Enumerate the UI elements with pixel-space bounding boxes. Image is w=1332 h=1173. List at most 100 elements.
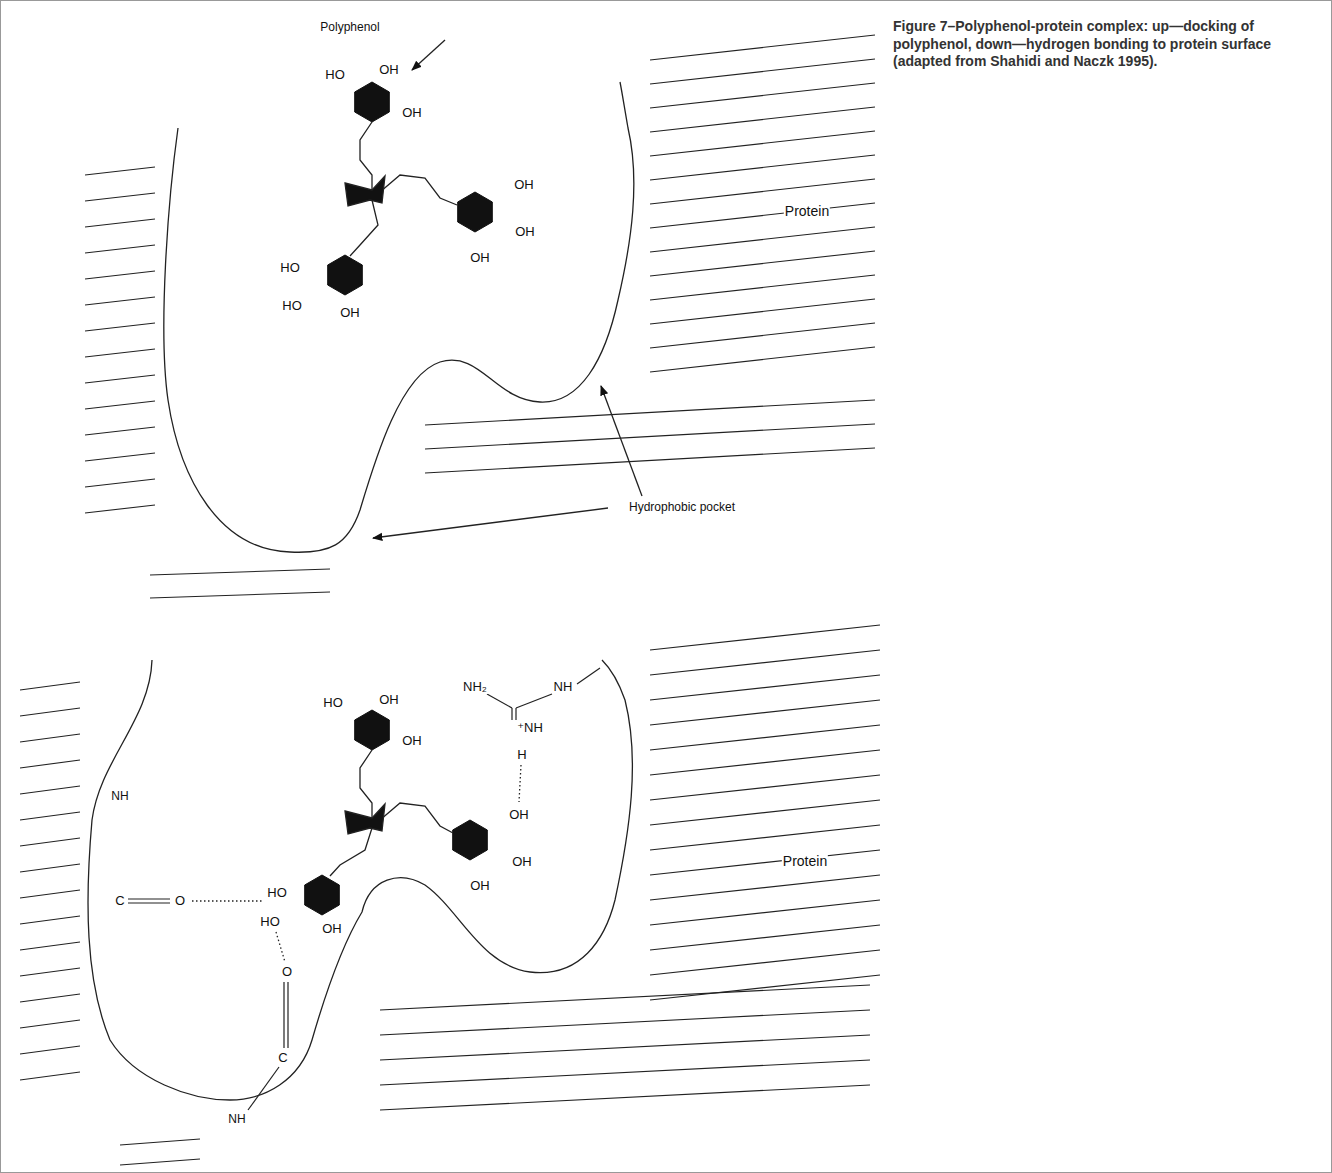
chem-label: OH: [508, 808, 530, 822]
chem-label: O: [174, 894, 186, 908]
hatch-stroke: [20, 708, 80, 716]
chem-label: NH: [553, 680, 574, 694]
hatch-stroke: [380, 1035, 870, 1060]
hatch-stroke: [650, 227, 875, 252]
hatch-stroke: [20, 1020, 80, 1028]
chem-label: H: [516, 748, 527, 762]
hatch-stroke: [650, 203, 875, 228]
hatch-stroke: [20, 916, 80, 924]
chem-label: OH: [469, 251, 491, 265]
chem-label: OH: [513, 178, 535, 192]
chem-label: HO: [324, 68, 346, 82]
chem-label: C: [114, 894, 125, 908]
hatch-stroke: [650, 155, 875, 180]
hatch-stroke: [20, 890, 80, 898]
hatch-stroke: [650, 725, 880, 750]
region-label: Protein: [784, 204, 830, 219]
hatch-stroke: [650, 875, 880, 900]
hatch-stroke: [650, 700, 880, 725]
hatch-stroke: [20, 838, 80, 846]
hatch-stroke: [650, 975, 880, 1000]
hatch-stroke: [425, 424, 875, 449]
chem-label: OH: [514, 225, 536, 239]
hatch-stroke: [425, 400, 875, 425]
hatch-stroke: [20, 786, 80, 794]
hatch-stroke: [85, 297, 155, 305]
hatch-stroke: [650, 675, 880, 700]
hatch-stroke: [650, 347, 875, 372]
chem-label: HO: [259, 915, 281, 929]
chem-label: NH: [227, 1113, 246, 1126]
hatch-stroke: [150, 569, 330, 575]
chem-label: C: [277, 1051, 288, 1065]
hatch-stroke: [85, 401, 155, 409]
hatch-stroke: [650, 900, 880, 925]
hatch-stroke: [380, 1010, 870, 1035]
hatch-stroke: [380, 1060, 870, 1085]
chem-label: OH: [401, 734, 423, 748]
chem-label: HO: [266, 886, 288, 900]
hatch-stroke: [20, 864, 80, 872]
chem-label: OH: [401, 106, 423, 120]
hatch-stroke: [650, 750, 880, 775]
hatch-stroke: [650, 825, 880, 850]
hatch-stroke: [650, 131, 875, 156]
chem-label: OH: [378, 63, 400, 77]
hatch-stroke: [120, 1139, 200, 1145]
region-label: Protein: [782, 854, 828, 869]
hatch-stroke: [20, 734, 80, 742]
hatch-stroke: [380, 985, 870, 1010]
hatch-stroke: [650, 275, 875, 300]
hatch-stroke: [85, 193, 155, 201]
hatch-stroke: [650, 950, 880, 975]
polyphenol-molecule: [328, 82, 493, 295]
hatch-stroke: [650, 775, 880, 800]
hatch-stroke: [120, 1159, 200, 1165]
hatch-stroke: [85, 245, 155, 253]
chem-label: NH₂: [462, 680, 488, 694]
hatch-stroke: [650, 35, 875, 60]
hatch-stroke: [20, 942, 80, 950]
hatch-stroke: [20, 968, 80, 976]
chem-label: OH: [378, 693, 400, 707]
hatch-stroke: [650, 251, 875, 276]
chem-label: HO: [279, 261, 301, 275]
hatch-stroke: [85, 505, 155, 513]
hatch-stroke: [20, 812, 80, 820]
molecule-label: Polyphenol: [319, 21, 380, 34]
pocket-outline: [88, 660, 632, 1100]
hatch-stroke: [85, 219, 155, 227]
hatch-stroke: [650, 107, 875, 132]
hatch-stroke: [20, 994, 80, 1002]
hatch-stroke: [85, 453, 155, 461]
hatch-stroke: [20, 1072, 80, 1080]
hatch-stroke: [85, 349, 155, 357]
hatch-stroke: [650, 59, 875, 84]
figure-caption: Figure 7–Polyphenol-protein complex: up—…: [893, 18, 1318, 71]
hatch-stroke: [650, 925, 880, 950]
chem-label: OH: [339, 306, 361, 320]
hatch-stroke: [650, 179, 875, 204]
hatch-stroke: [650, 850, 880, 875]
polyphenol-molecule: [305, 710, 488, 915]
hatch-stroke: [85, 427, 155, 435]
hatch-stroke: [425, 448, 875, 473]
hatch-stroke: [85, 375, 155, 383]
hatch-stroke: [85, 167, 155, 175]
chem-label: HO: [322, 696, 344, 710]
hatch-stroke: [20, 1046, 80, 1054]
hatch-stroke: [650, 650, 880, 675]
hatch-stroke: [380, 1085, 870, 1110]
hatch-stroke: [650, 800, 880, 825]
chem-label: O: [281, 965, 293, 979]
hatch-stroke: [85, 479, 155, 487]
bond-lines: [128, 668, 600, 1110]
chem-label: OH: [469, 879, 491, 893]
chem-label: OH: [321, 922, 343, 936]
hatch-stroke: [20, 682, 80, 690]
hatch-stroke: [150, 592, 330, 598]
hatch-stroke: [20, 760, 80, 768]
chem-label: OH: [511, 855, 533, 869]
